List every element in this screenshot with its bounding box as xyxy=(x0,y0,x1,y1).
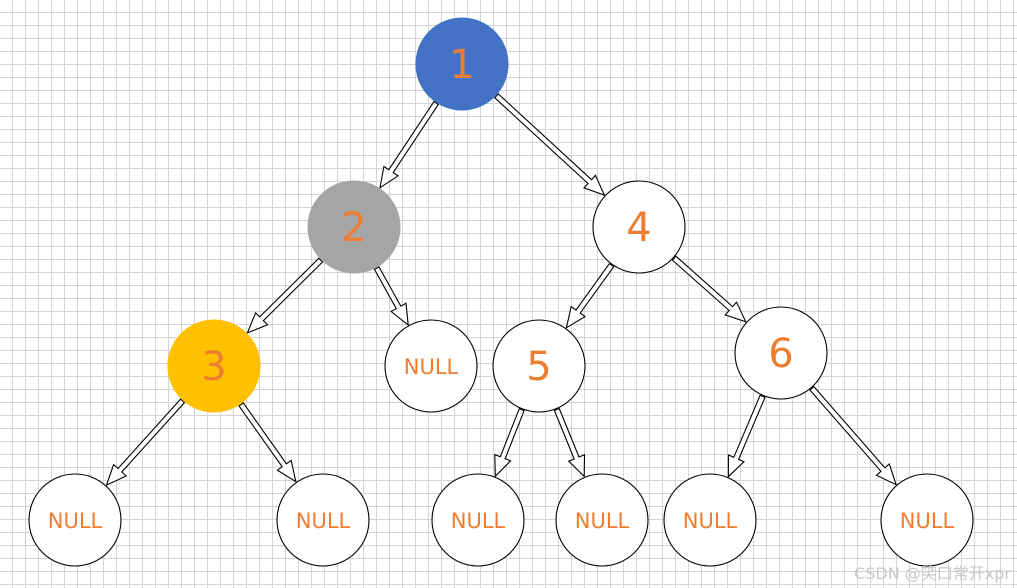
edge-n5-to-null-5a xyxy=(494,407,525,478)
node-label: NULL xyxy=(900,509,955,533)
node-label: 5 xyxy=(526,344,551,390)
node-label: 6 xyxy=(768,331,793,377)
tree-node-n5: 5 xyxy=(492,319,586,413)
node-circle xyxy=(28,473,122,567)
node-circle xyxy=(663,473,757,567)
node-circle xyxy=(276,473,370,567)
tree-node-n3: 3 xyxy=(167,319,261,413)
edge-n4-to-n5 xyxy=(565,262,615,329)
node-label: NULL xyxy=(575,509,630,533)
edge-n1-to-n2 xyxy=(379,100,439,189)
tree-node-n4: 4 xyxy=(592,180,686,274)
node-label: NULL xyxy=(296,509,351,533)
tree-node-null-3a: NULL xyxy=(28,473,122,567)
tree-node-null-5b: NULL xyxy=(555,473,649,567)
tree-node-null-6b: NULL xyxy=(880,473,974,567)
edges-layer xyxy=(105,93,898,487)
edge-n4-to-n6 xyxy=(671,255,747,323)
node-circle xyxy=(880,473,974,567)
node-label: 1 xyxy=(449,42,474,88)
tree-node-null-2: NULL xyxy=(384,319,478,413)
edge-n6-to-null-6a xyxy=(727,394,766,478)
node-label: NULL xyxy=(683,509,738,533)
edge-n3-to-null-3a xyxy=(105,398,186,487)
tree-node-n2: 2 xyxy=(307,180,401,274)
edge-n1-to-n4 xyxy=(494,93,606,197)
node-circle xyxy=(384,319,478,413)
edge-n3-to-null-3b xyxy=(238,402,297,483)
watermark-text: CSDN @笑口常开xpr xyxy=(854,564,1011,583)
node-label: 2 xyxy=(341,205,366,251)
tree-node-n6: 6 xyxy=(734,306,828,400)
node-label: NULL xyxy=(48,509,103,533)
edge-n2-to-n3 xyxy=(246,257,324,334)
node-circle xyxy=(492,319,586,413)
edge-n2-to-null-2 xyxy=(373,266,409,327)
tree-node-null-3b: NULL xyxy=(276,473,370,567)
tree-node-null-5a: NULL xyxy=(431,473,525,567)
node-label: NULL xyxy=(451,509,506,533)
node-circle xyxy=(415,17,509,111)
node-circle xyxy=(167,319,261,413)
node-circle xyxy=(555,473,649,567)
node-circle xyxy=(307,180,401,274)
tree-node-null-6a: NULL xyxy=(663,473,757,567)
node-circle xyxy=(734,306,828,400)
edge-n6-to-null-6b xyxy=(809,385,898,486)
tree-node-n1: 1 xyxy=(415,17,509,111)
node-label: NULL xyxy=(404,355,459,379)
node-label: 3 xyxy=(201,344,226,390)
edge-n5-to-null-5b xyxy=(553,407,586,478)
node-circle xyxy=(431,473,525,567)
node-circle xyxy=(592,180,686,274)
node-label: 4 xyxy=(626,205,651,251)
